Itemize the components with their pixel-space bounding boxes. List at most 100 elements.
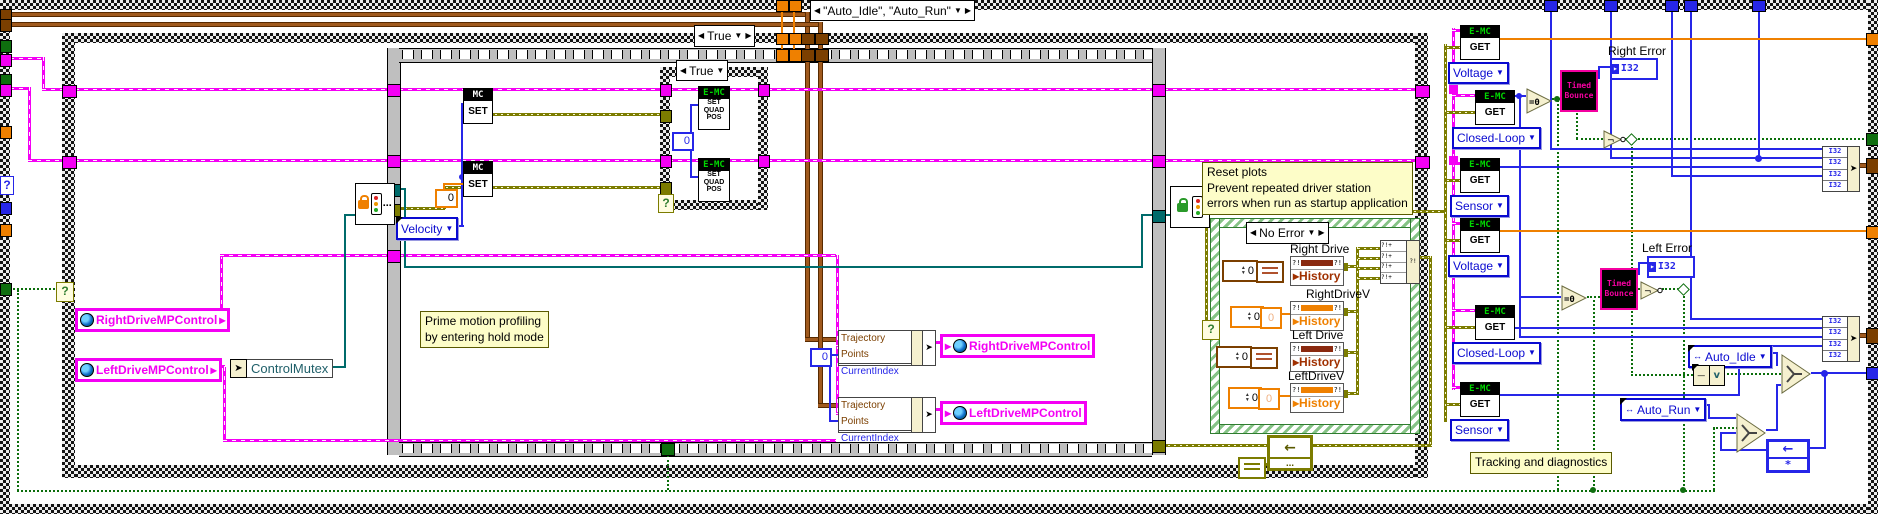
wire-autoidle (1776, 352, 1778, 366)
zero-constant-blue[interactable]: 0 (810, 348, 832, 367)
true-case-selector-label[interactable]: ◀ True ▼ ▶ (694, 25, 756, 47)
emc-get-node-4[interactable]: E-MC GET (1460, 218, 1500, 253)
closed-loop-ring-1[interactable]: Closed-Loop▼ (1452, 127, 1541, 149)
global-read-leftdrivempcontrol[interactable]: LeftDriveMPControl ▸ (75, 358, 222, 382)
feedback-node-olive[interactable]: ← … (1267, 435, 1313, 471)
history-zero-constant[interactable]: ▲▼ 0 (1228, 387, 1262, 409)
history-zero-constant[interactable]: ▲▼ 0 (1230, 306, 1264, 328)
emc-get-node-5[interactable]: E-MC GET (1475, 305, 1515, 340)
auto-run-enum-constant[interactable]: ↔ Auto_Run ▼ (1620, 398, 1707, 421)
bundle-field-2[interactable]: CurrentIndex (841, 366, 899, 377)
sensor-ring-2[interactable]: Sensor▼ (1450, 419, 1509, 441)
global-write-leftdrivempcontrol[interactable]: ▸ LeftDriveMPControl (940, 401, 1087, 425)
mutex-name: ControlMutex (247, 359, 334, 378)
spinner-icon[interactable]: ▲▼ (1234, 351, 1240, 362)
timed-bounce-node-2[interactable]: Timed Bounce (1600, 268, 1638, 310)
error-case-selector-terminal[interactable]: ? (1202, 320, 1220, 340)
dropdown-icon[interactable]: ▼ (1758, 351, 1767, 361)
timed-bounce-node-1[interactable]: Timed Bounce (1560, 70, 1598, 112)
history-property-node-left-drive[interactable]: ?!?! ▸History (1290, 342, 1344, 372)
bundle-by-name-left[interactable]: Trajectory Points CurrentIndex ➤ (838, 397, 936, 444)
variant-v-node[interactable]: — v (1692, 364, 1725, 386)
emc-get-node-1[interactable]: E-MC GET (1460, 25, 1500, 60)
tunnel (776, 0, 789, 12)
dropdown-icon[interactable]: ▼ (1496, 261, 1504, 270)
velocity-ring-constant[interactable]: Velocity ▼ (396, 217, 459, 240)
history-property[interactable]: ▸History (1291, 315, 1343, 327)
zero-constant-blue[interactable]: 0 (672, 132, 694, 151)
dropdown-icon[interactable]: ▼ (1496, 425, 1504, 434)
select-node-2[interactable] (1736, 413, 1766, 453)
auto-idle-enum-constant[interactable]: ↔ Auto_Idle ▼ (1688, 345, 1772, 368)
dropdown-icon[interactable]: ▼ (445, 223, 454, 233)
emc-get-node-2[interactable]: E-MC GET (1475, 90, 1515, 125)
history-property-node-right-drive[interactable]: ?!?! ▸History (1290, 256, 1344, 286)
emc-set-quad-pos-node-2[interactable]: E-MC SET QUAD POS (698, 158, 730, 202)
equal-zero-node-2[interactable]: =0 (1561, 285, 1588, 311)
right-error-indicator[interactable]: ▸ I32 (1610, 58, 1658, 80)
closed-loop-ring-2[interactable]: Closed-Loop▼ (1452, 342, 1541, 364)
not-node-2[interactable]: ¬ (1640, 281, 1664, 300)
bundle-field-1[interactable]: Trajectory Points (839, 331, 911, 364)
left-error-indicator[interactable]: ▸ I32 (1647, 256, 1695, 278)
spinner-icon[interactable]: ▲▼ (1244, 392, 1250, 403)
history-zero-constant[interactable]: ▲▼ 0 (1216, 346, 1252, 368)
dropdown-icon[interactable]: ▼ (953, 5, 962, 15)
history-zero-constant[interactable]: ▲▼ 0 (1222, 260, 1258, 282)
history-property[interactable]: ▸History (1291, 356, 1343, 368)
equal-zero-node-1[interactable]: =0 (1526, 88, 1553, 114)
true-case-selector-terminal[interactable]: ? (56, 282, 74, 302)
feedback-node-blue[interactable]: ← * (1766, 439, 1810, 473)
history-property[interactable]: ▸History (1291, 270, 1343, 282)
dropdown-icon[interactable]: ▼ (1528, 348, 1536, 357)
dropdown-icon[interactable]: ▼ (1496, 201, 1504, 210)
global-read-rightdrivempcontrol[interactable]: RightDriveMPControl ▸ (75, 308, 231, 332)
sensor-ring-1[interactable]: Sensor▼ (1450, 195, 1509, 217)
emc-get-node-3[interactable]: E-MC GET (1460, 158, 1500, 193)
nested-case-selector-terminal[interactable]: ? (658, 194, 674, 213)
nested-true-case-selector-label[interactable]: ◀ True ▼ (676, 60, 729, 81)
spinner-icon[interactable]: ▲▼ (1240, 265, 1246, 276)
outer-case-selector-terminal[interactable]: ? (0, 176, 14, 195)
emc-get-node-6[interactable]: E-MC GET (1460, 382, 1500, 417)
dropdown-icon[interactable]: ▼ (1496, 68, 1504, 77)
next-case-icon[interactable]: ▶ (745, 31, 752, 40)
dropdown-icon[interactable]: ▼ (734, 31, 743, 40)
voltage-ring-1[interactable]: Voltage▼ (1448, 62, 1509, 84)
dropdown-icon[interactable]: ▼ (1528, 133, 1536, 142)
dropdown-icon[interactable]: ▼ (1307, 228, 1316, 237)
next-case-icon[interactable]: ▶ (1318, 228, 1325, 237)
bundle-field-2[interactable]: CurrentIndex (841, 433, 899, 444)
next-case-icon[interactable]: ▶ (964, 5, 972, 15)
feedback-init-terminal[interactable]: … (1286, 458, 1294, 468)
emc-set-quad-pos-node-1[interactable]: E-MC SET QUAD POS (698, 86, 730, 130)
bundle-i32-cluster-1[interactable]: I32 I32 I32 I32 ➤ (1822, 146, 1860, 192)
spinner-icon[interactable]: ▲▼ (1246, 311, 1252, 322)
outer-case-selector-label[interactable]: ◀ "Auto_Idle", "Auto_Run" ▼ ▶ (810, 0, 976, 21)
history-property[interactable]: ▸History (1291, 397, 1343, 409)
voltage-ring-2[interactable]: Voltage▼ (1448, 255, 1509, 277)
history-property-node-rightdrivev[interactable]: ?!?! ▸History (1290, 301, 1344, 331)
bundle-i32-cluster-2[interactable]: I32 I32 I32 I32 ➤ (1822, 316, 1860, 362)
bundle-by-name-right[interactable]: Trajectory Points CurrentIndex ➤ (838, 330, 936, 377)
build-array-node[interactable]: ?!+ ?!+ ?!+ ?!+ ?! (1380, 240, 1420, 284)
prev-case-icon[interactable]: ◀ (1250, 228, 1257, 237)
dropdown-icon[interactable]: ▼ (716, 65, 725, 75)
zero-constant-orange[interactable]: 0 (435, 189, 458, 208)
not-node-1[interactable]: ¬ (1603, 130, 1627, 149)
bundle-field-1[interactable]: Trajectory Points (839, 398, 911, 431)
feedback-init-terminal[interactable]: * (1785, 457, 1791, 471)
history-property-node-leftdrivev[interactable]: ?!?! ▸History (1290, 383, 1344, 413)
mc-set-node-2[interactable]: MC SET (463, 161, 493, 197)
select-node-1[interactable] (1781, 354, 1811, 394)
mc-set-node-1[interactable]: MC SET (463, 88, 493, 124)
acquire-semaphore-node[interactable]: … (355, 183, 395, 225)
error-case-selector-label[interactable]: ◀ No Error ▼ ▶ (1246, 222, 1329, 244)
global-write-rightdrivempcontrol[interactable]: ▸ RightDriveMPControl (940, 334, 1096, 358)
prev-case-icon[interactable]: ◀ (680, 65, 687, 75)
control-mutex-node[interactable]: ➤ ControlMutex (230, 359, 334, 378)
tunnel (1866, 33, 1878, 46)
prev-case-icon[interactable]: ◀ (698, 31, 705, 40)
prev-case-icon[interactable]: ◀ (814, 5, 821, 15)
dropdown-icon[interactable]: ▼ (1693, 404, 1702, 414)
